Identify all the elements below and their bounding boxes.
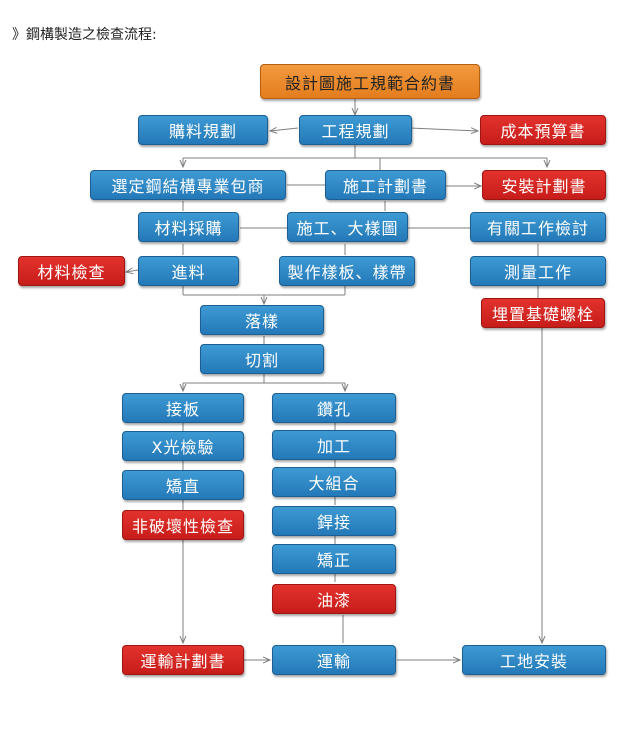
node-splice-plate: 接板 [122,393,244,423]
connector [126,270,139,272]
node-transport: 運輸 [272,645,396,675]
connector [409,128,478,131]
node-welding: 銲接 [272,506,396,536]
node-ndt: 非破壞性檢查 [122,510,244,540]
node-engineering-plan: 工程規劃 [299,115,412,145]
node-shop-drawing: 施工、大樣圖 [287,212,408,242]
node-cutting: 切割 [200,344,324,374]
node-correction: 矯正 [272,544,396,574]
node-material-inspection: 材料檢查 [18,256,125,286]
node-survey: 測量工作 [470,256,606,286]
node-assembly: 大組合 [272,467,396,497]
node-select-contractor: 選定鋼結構專業包商 [90,170,286,200]
node-painting: 油漆 [272,584,396,614]
node-transport-plan: 運輸計劃書 [122,645,244,675]
node-processing: 加工 [272,430,396,460]
node-material-purchase: 材料採購 [138,212,239,242]
node-xray: X光檢驗 [122,431,244,461]
node-straighten: 矯直 [122,470,244,500]
node-cost-budget: 成本預算書 [480,115,606,145]
node-construction-plan: 施工計劃書 [325,170,446,200]
node-safety-plan: 安裝計劃書 [482,170,606,200]
node-layout: 落樣 [200,305,324,335]
node-material-in: 進料 [138,256,239,286]
node-site-install: 工地安裝 [462,645,606,675]
node-anchor-bolt: 埋置基礎螺栓 [481,298,605,328]
page-title: 》鋼構製造之檢查流程: [12,27,157,43]
node-purchase-plan: 購料規劃 [138,115,268,145]
node-related-review: 有關工作檢討 [470,212,606,242]
node-contract: 設計圖施工規範合約書 [260,64,480,99]
node-drilling: 鑽孔 [272,393,396,423]
connector [270,128,299,131]
node-make-template: 製作樣板、樣帶 [279,256,415,286]
